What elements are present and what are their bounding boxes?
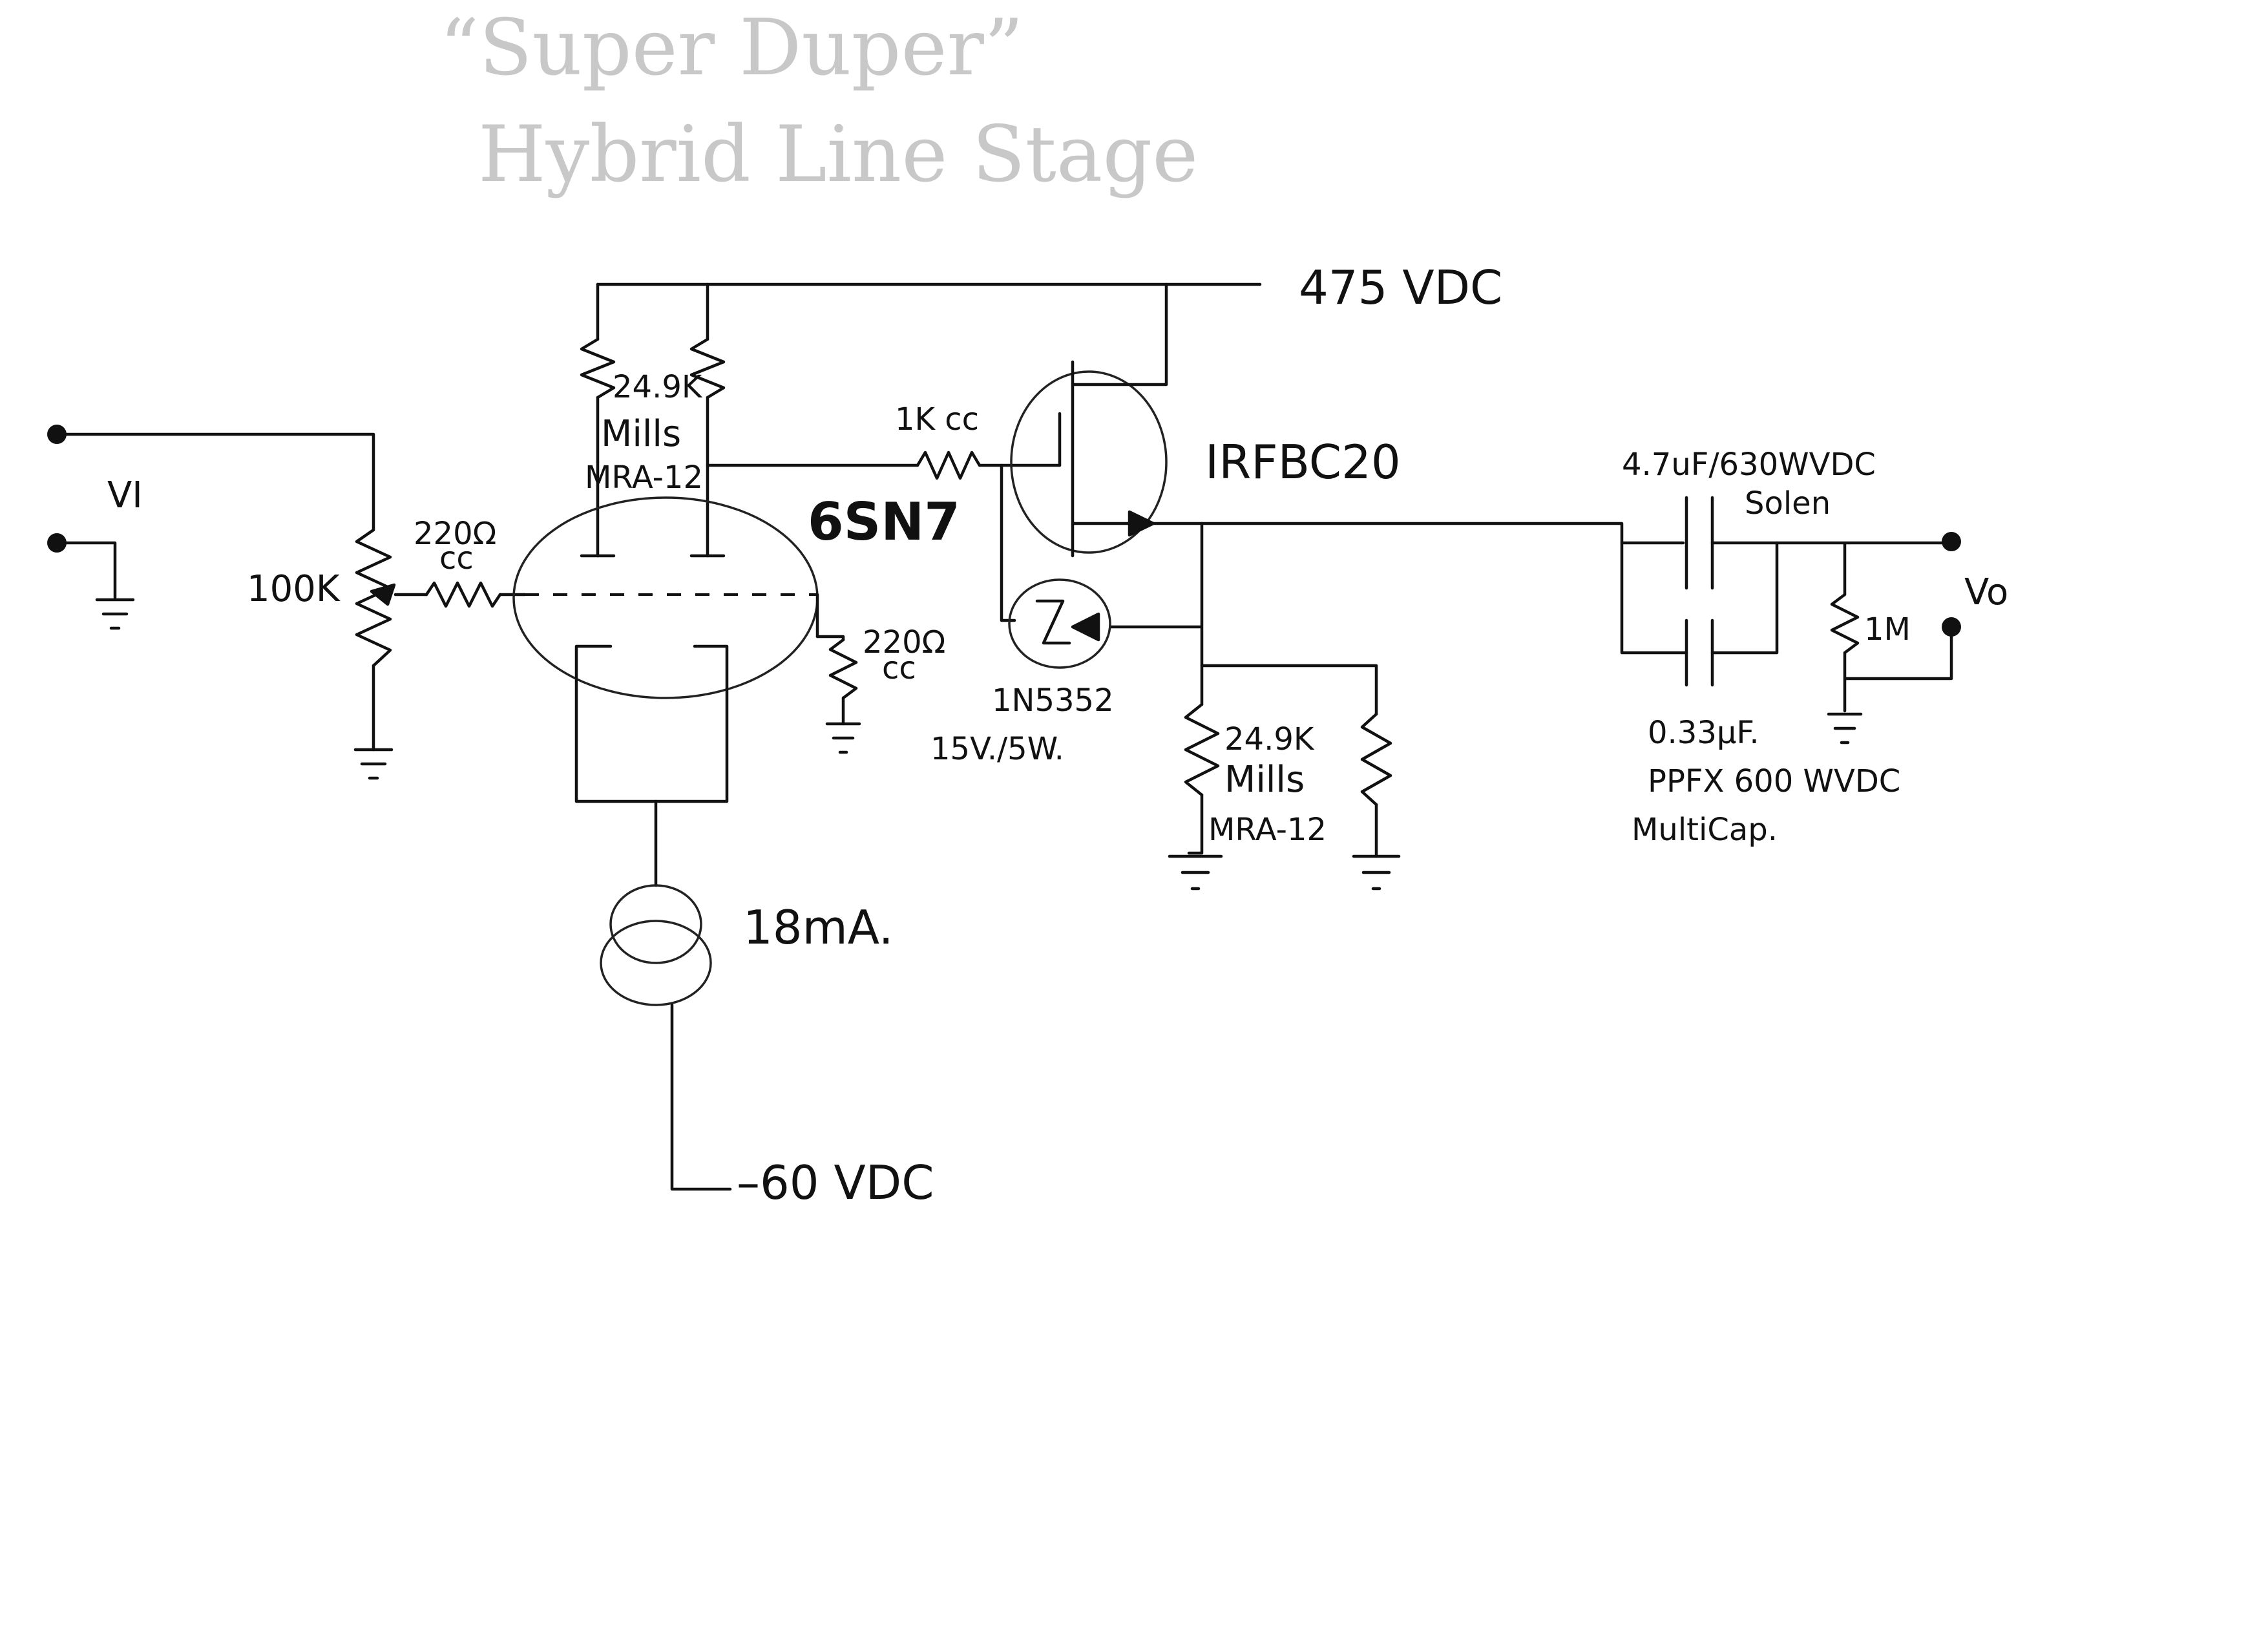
output-section: 1M Vo: [1775, 532, 2008, 745]
ccs-current-label: 18mA.: [743, 900, 894, 955]
zener-rating-label: 15V./5W.: [930, 731, 1064, 767]
ground-symbol-source-right: [1352, 854, 1401, 891]
input-terminals: VI: [47, 425, 375, 630]
output-resistor-label: 1M: [1864, 611, 1911, 648]
output-ground-terminal: [1942, 617, 1961, 637]
title-line-2: Hybrid Line Stage: [478, 110, 1198, 200]
title-line-1: “Super Duper”: [439, 3, 1024, 93]
grid-stopper-resistor: 220Ω cc: [394, 516, 527, 608]
schematic-title: “Super Duper” Hybrid Line Stage: [439, 3, 1198, 200]
positive-supply-rail: 475 VDC: [596, 260, 1502, 315]
mosfet-irfbc20: IRFBC20: [1010, 282, 1401, 558]
output-hot-terminal: [1942, 532, 1961, 551]
source-resistor-model: MRA-12: [1208, 812, 1327, 848]
gate-stopper-label: 1K cc: [895, 401, 979, 438]
ground-symbol-pot: [353, 748, 394, 780]
output-label: Vo: [1964, 571, 2008, 613]
ground-symbol-grid2: [825, 722, 861, 754]
triode-tube-6sn7: 6SN7: [512, 492, 960, 803]
source-resistor-brand: Mills: [1224, 759, 1305, 801]
plate-resistor-brand: Mills: [601, 413, 681, 455]
zener-diode: 1N5352 15V./5W.: [930, 463, 1204, 767]
grid2-resistor-type: cc: [882, 650, 916, 686]
grid2-resistor-value: 220Ω: [863, 624, 945, 660]
input-label: VI: [107, 474, 143, 516]
coupling-cap-bypass-brand: MultiCap.: [1632, 812, 1778, 848]
supply-positive-label: 475 VDC: [1299, 260, 1502, 315]
constant-current-source: 18mA. –60 VDC: [600, 799, 934, 1210]
mosfet-label: IRFBC20: [1205, 435, 1401, 489]
tube-envelope: [512, 496, 819, 699]
gate-stopper-resistor: 1K cc: [895, 401, 1062, 480]
ground-symbol-input: [95, 598, 135, 630]
source-resistor-value: 24.9K: [1224, 721, 1315, 757]
coupling-cap-bypass-label: 0.33μF.: [1648, 715, 1759, 751]
coupling-cap-main-label: 4.7uF/630WVDC: [1622, 447, 1876, 483]
mosfet-body: [1010, 370, 1168, 554]
plate-resistor-model: MRA-12: [585, 460, 703, 496]
ground-symbol-source-left: [1168, 854, 1223, 891]
volume-pot-label: 100K: [247, 568, 341, 610]
ground-symbol-output: [1827, 712, 1863, 745]
zener-part-label: 1N5352: [992, 682, 1114, 719]
grid-stopper-value: 220Ω: [414, 516, 496, 552]
plate-load-resistors: 24.9K Mills MRA-12: [580, 282, 726, 558]
main-coupling-capacitor: [1685, 496, 1714, 590]
grid2-resistor: 220Ω cc: [815, 624, 945, 754]
coupling-cap-main-brand: Solen: [1745, 485, 1831, 522]
tube-cathodes: [574, 644, 729, 803]
tube-label: 6SN7: [808, 492, 960, 552]
bypass-coupling-capacitor: [1685, 618, 1714, 687]
plate-resistor-value: 24.9K: [613, 369, 703, 405]
supply-negative-label: –60 VDC: [737, 1156, 934, 1210]
grid-stopper-type: cc: [439, 540, 474, 576]
output-coupling-capacitors: 4.7uF/630WVDC Solen 0.33μF. PPFX 600 WVD…: [1200, 447, 1900, 848]
volume-potentiometer: 100K: [247, 528, 396, 780]
source-resistors: 24.9K Mills MRA-12: [1168, 664, 1401, 891]
coupling-cap-bypass-type: PPFX 600 WVDC: [1648, 763, 1900, 799]
